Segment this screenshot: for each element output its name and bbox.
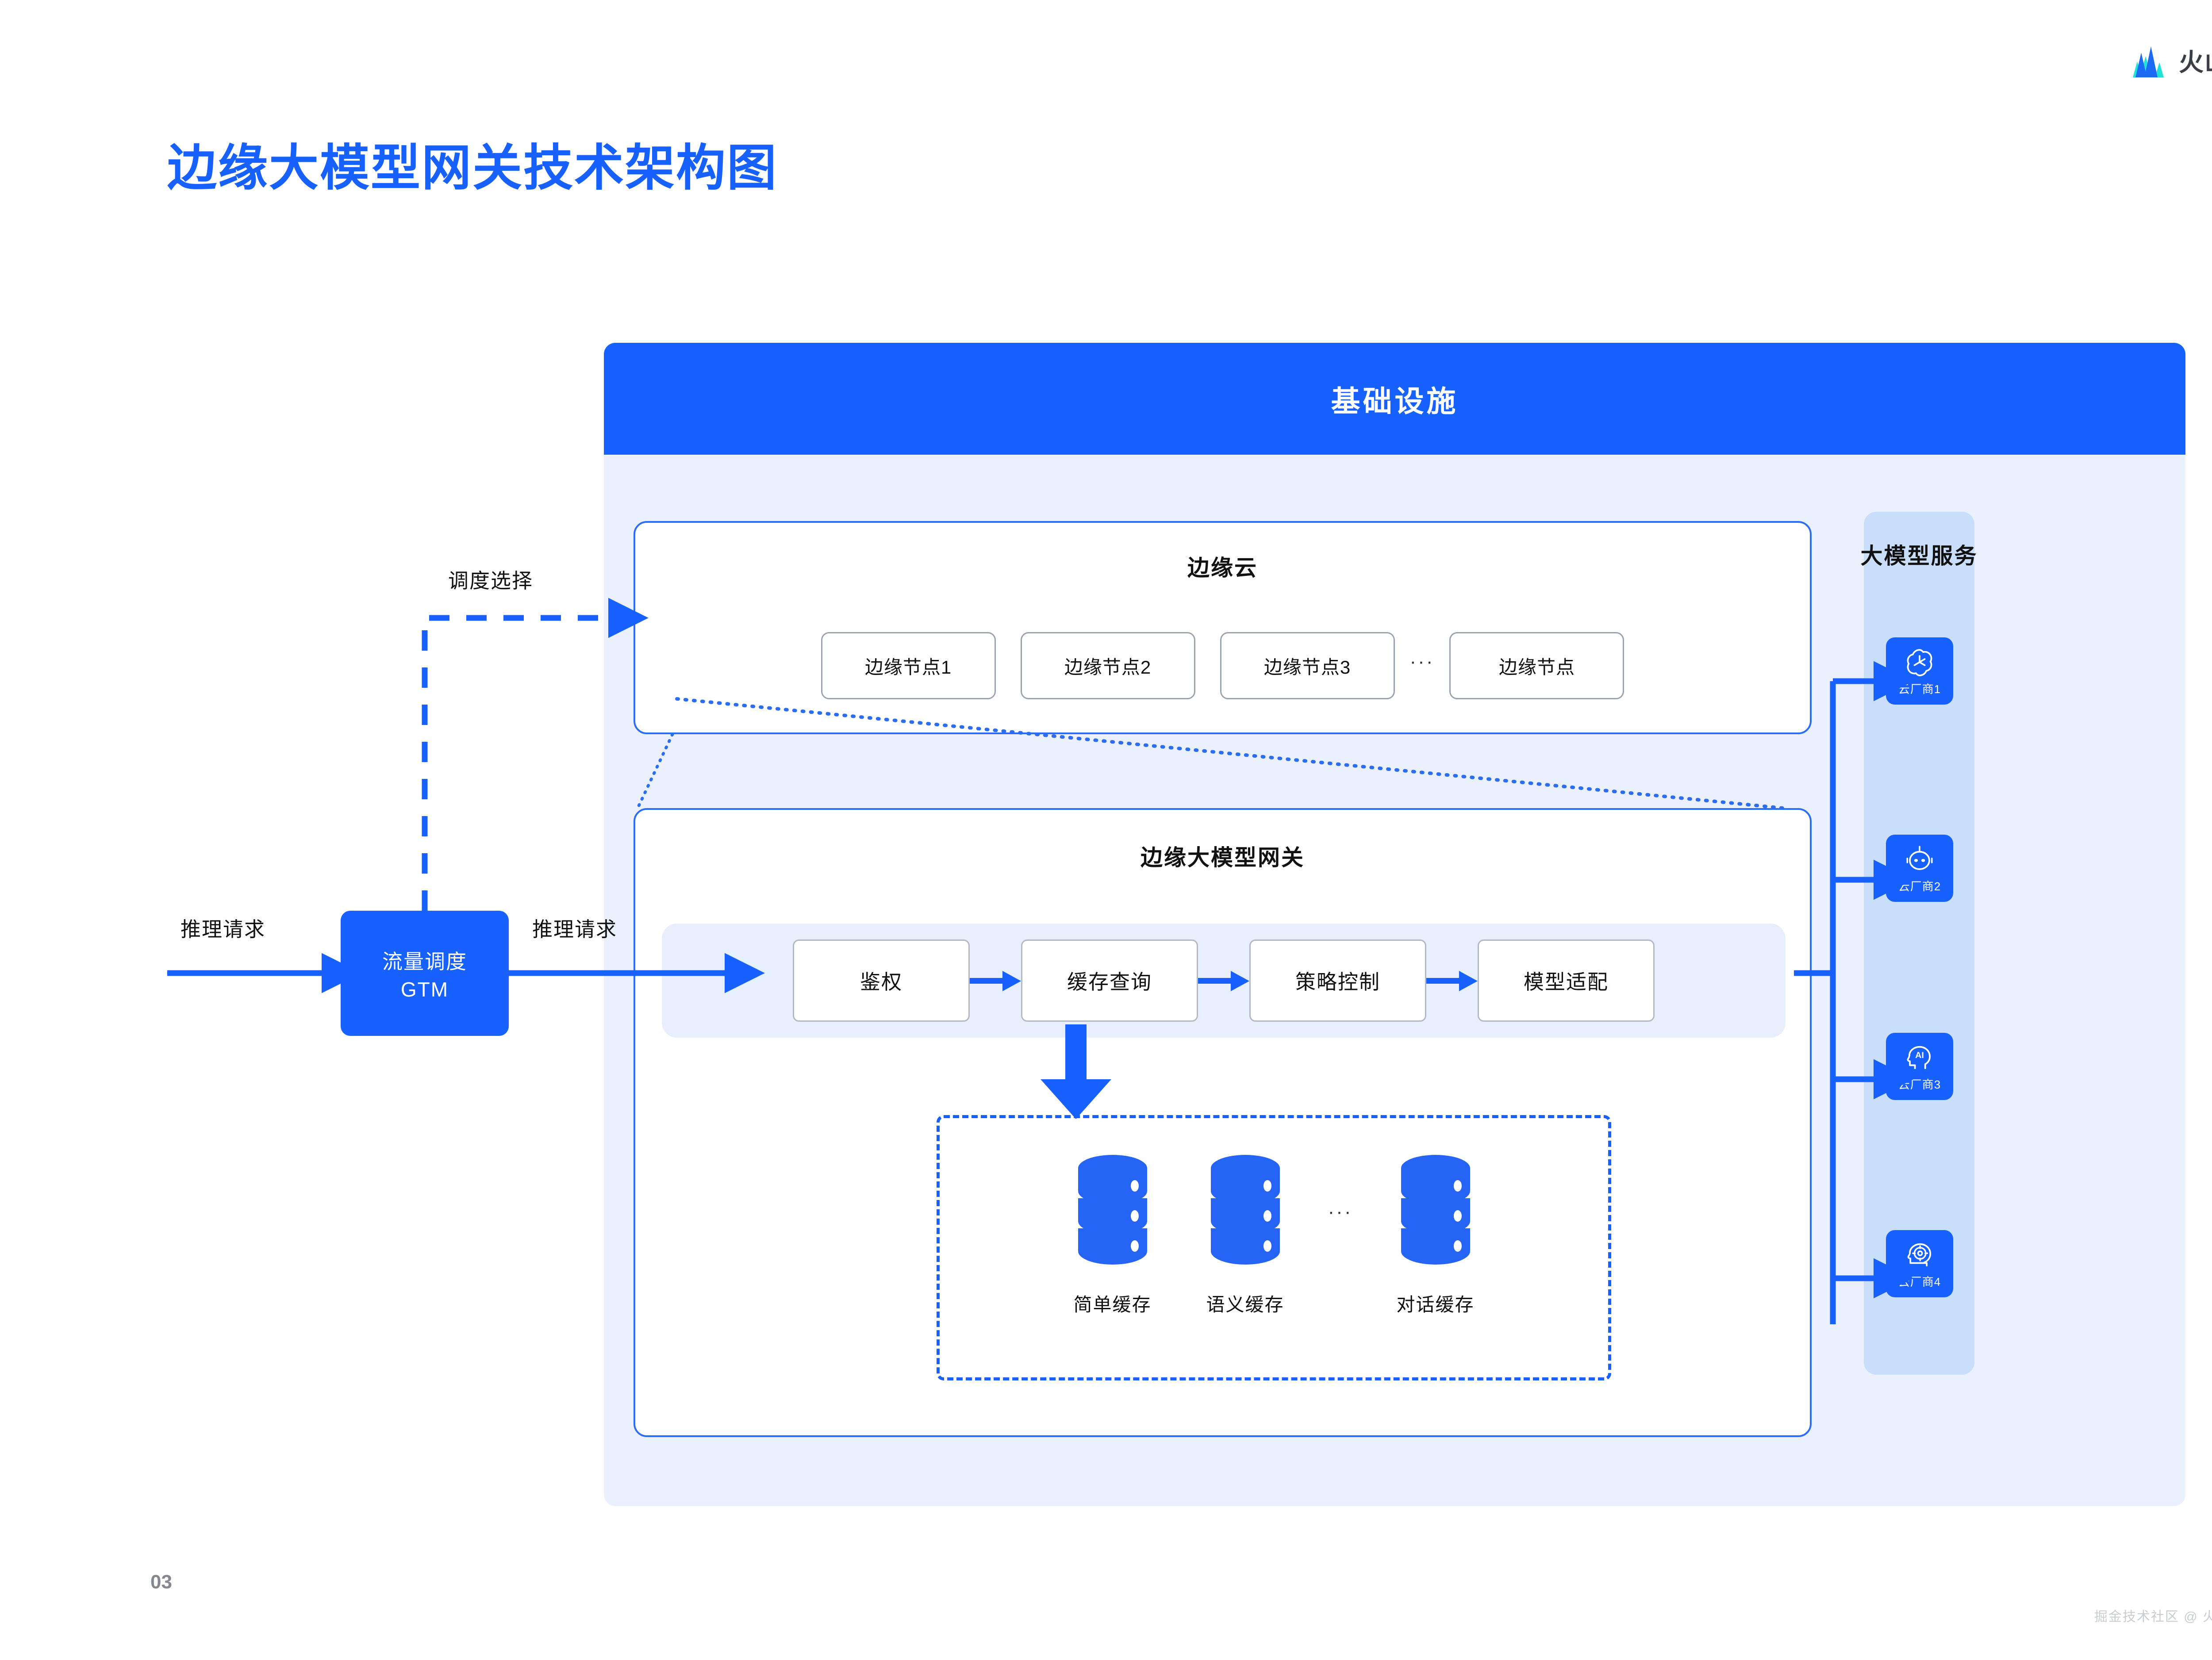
cache-item[interactable]: 简单缓存: [1046, 1146, 1179, 1317]
cache-item-label: 语义缓存: [1206, 1294, 1284, 1315]
cache-item-label: 简单缓存: [1073, 1294, 1152, 1315]
edge-llm-gateway-card: 边缘大模型网关 鉴权 缓存查询 策略控制 模型适配: [634, 808, 1812, 1437]
pipeline-step-auth[interactable]: 鉴权: [793, 939, 970, 1022]
vendor-label: 云厂商4: [1898, 1275, 1941, 1288]
llm-service-title: 大模型服务: [1860, 544, 1978, 568]
cache-item[interactable]: 对话缓存: [1369, 1146, 1502, 1317]
gateway-title: 边缘大模型网关: [1141, 845, 1305, 870]
pipeline-step-policy-control[interactable]: 策略控制: [1249, 939, 1426, 1022]
vendor-label: 云厂商3: [1898, 1077, 1941, 1091]
gateway-pipeline: 鉴权 缓存查询 策略控制 模型适配: [662, 924, 1786, 1038]
infrastructure-title: 基础设施: [1331, 384, 1459, 418]
edge-node-item[interactable]: 边缘节点: [1449, 632, 1624, 699]
pipeline-arrow-icon: [1426, 971, 1478, 991]
edge-node-item[interactable]: 边缘节点2: [1020, 632, 1195, 699]
gtm-label-line2: GTM: [400, 978, 449, 1001]
pipeline-step-model-adapt[interactable]: 模型适配: [1478, 939, 1655, 1022]
vendor-card-4[interactable]: 云厂商4: [1886, 1230, 1953, 1297]
edge-node-item[interactable]: 边缘节点1: [821, 632, 996, 699]
infrastructure-header: 基础设施: [604, 343, 2185, 455]
ai-head-icon: AI: [1907, 1046, 1931, 1069]
brand-name: 火山引擎: [2179, 48, 2212, 76]
vendor-card-2[interactable]: 云厂商2: [1886, 835, 1953, 902]
vendor-label: 云厂商2: [1898, 879, 1941, 893]
gtm-traffic-scheduler-box[interactable]: 流量调度 GTM: [341, 911, 509, 1036]
robot-face-icon: [1906, 845, 1933, 870]
pipeline-arrow-icon: [1198, 971, 1249, 991]
gtm-label-line1: 流量调度: [382, 950, 467, 973]
svg-text:AI: AI: [1915, 1050, 1924, 1060]
cache-item-list: 简单缓存 语义缓存: [940, 1146, 1608, 1315]
wire-schedule-select-dashed: [422, 598, 649, 911]
edge-cloud-title: 边缘云: [1187, 556, 1258, 580]
cache-item[interactable]: 语义缓存: [1179, 1146, 1312, 1317]
inference-request-label-right: 推理请求: [532, 918, 617, 941]
gateway-pipeline-strip: 鉴权 缓存查询 策略控制 模型适配: [662, 924, 1786, 1038]
brand-logo: 火山引擎: [2127, 42, 2212, 78]
pipeline-arrow-icon: [970, 971, 1021, 991]
inference-request-label-left: 推理请求: [180, 918, 265, 941]
page-title: 边缘大模型网关技术架构图: [167, 140, 778, 196]
openai-knot-icon: [1907, 648, 1932, 676]
vendor-card-1[interactable]: 云厂商1: [1886, 637, 1953, 705]
edge-cloud-card: 边缘云 边缘节点1 边缘节点2 边缘节点3 ··· 边缘节点: [634, 521, 1812, 734]
schedule-select-label: 调度选择: [448, 569, 533, 592]
edge-node-ellipsis: ···: [1409, 651, 1435, 672]
database-cylinder-icon: [1391, 1146, 1480, 1278]
database-cylinder-icon: [1068, 1146, 1157, 1278]
page-number: 03: [150, 1571, 172, 1593]
watermark: 掘金技术社区 @ 火山引擎边缘云: [2094, 1610, 2212, 1624]
volcano-mountain-icon: [2133, 46, 2164, 77]
vendor-card-3[interactable]: AI 云厂商3: [1886, 1033, 1953, 1100]
vendor-label: 云厂商1: [1898, 682, 1941, 696]
edge-node-item[interactable]: 边缘节点3: [1220, 632, 1395, 699]
database-cylinder-icon: [1201, 1146, 1290, 1278]
cache-group: 简单缓存 语义缓存: [937, 1115, 1611, 1380]
llm-service-panel: 大模型服务 云厂商1 云厂商2 AI 云厂商3: [1861, 512, 1977, 1375]
cache-ellipsis: ···: [1328, 1201, 1353, 1223]
pipeline-step-cache-lookup[interactable]: 缓存查询: [1021, 939, 1198, 1022]
head-gear-icon: [1907, 1243, 1932, 1266]
edge-node-list: 边缘节点1 边缘节点2 边缘节点3 ··· 边缘节点: [635, 628, 1810, 703]
cache-item-label: 对话缓存: [1396, 1294, 1475, 1315]
